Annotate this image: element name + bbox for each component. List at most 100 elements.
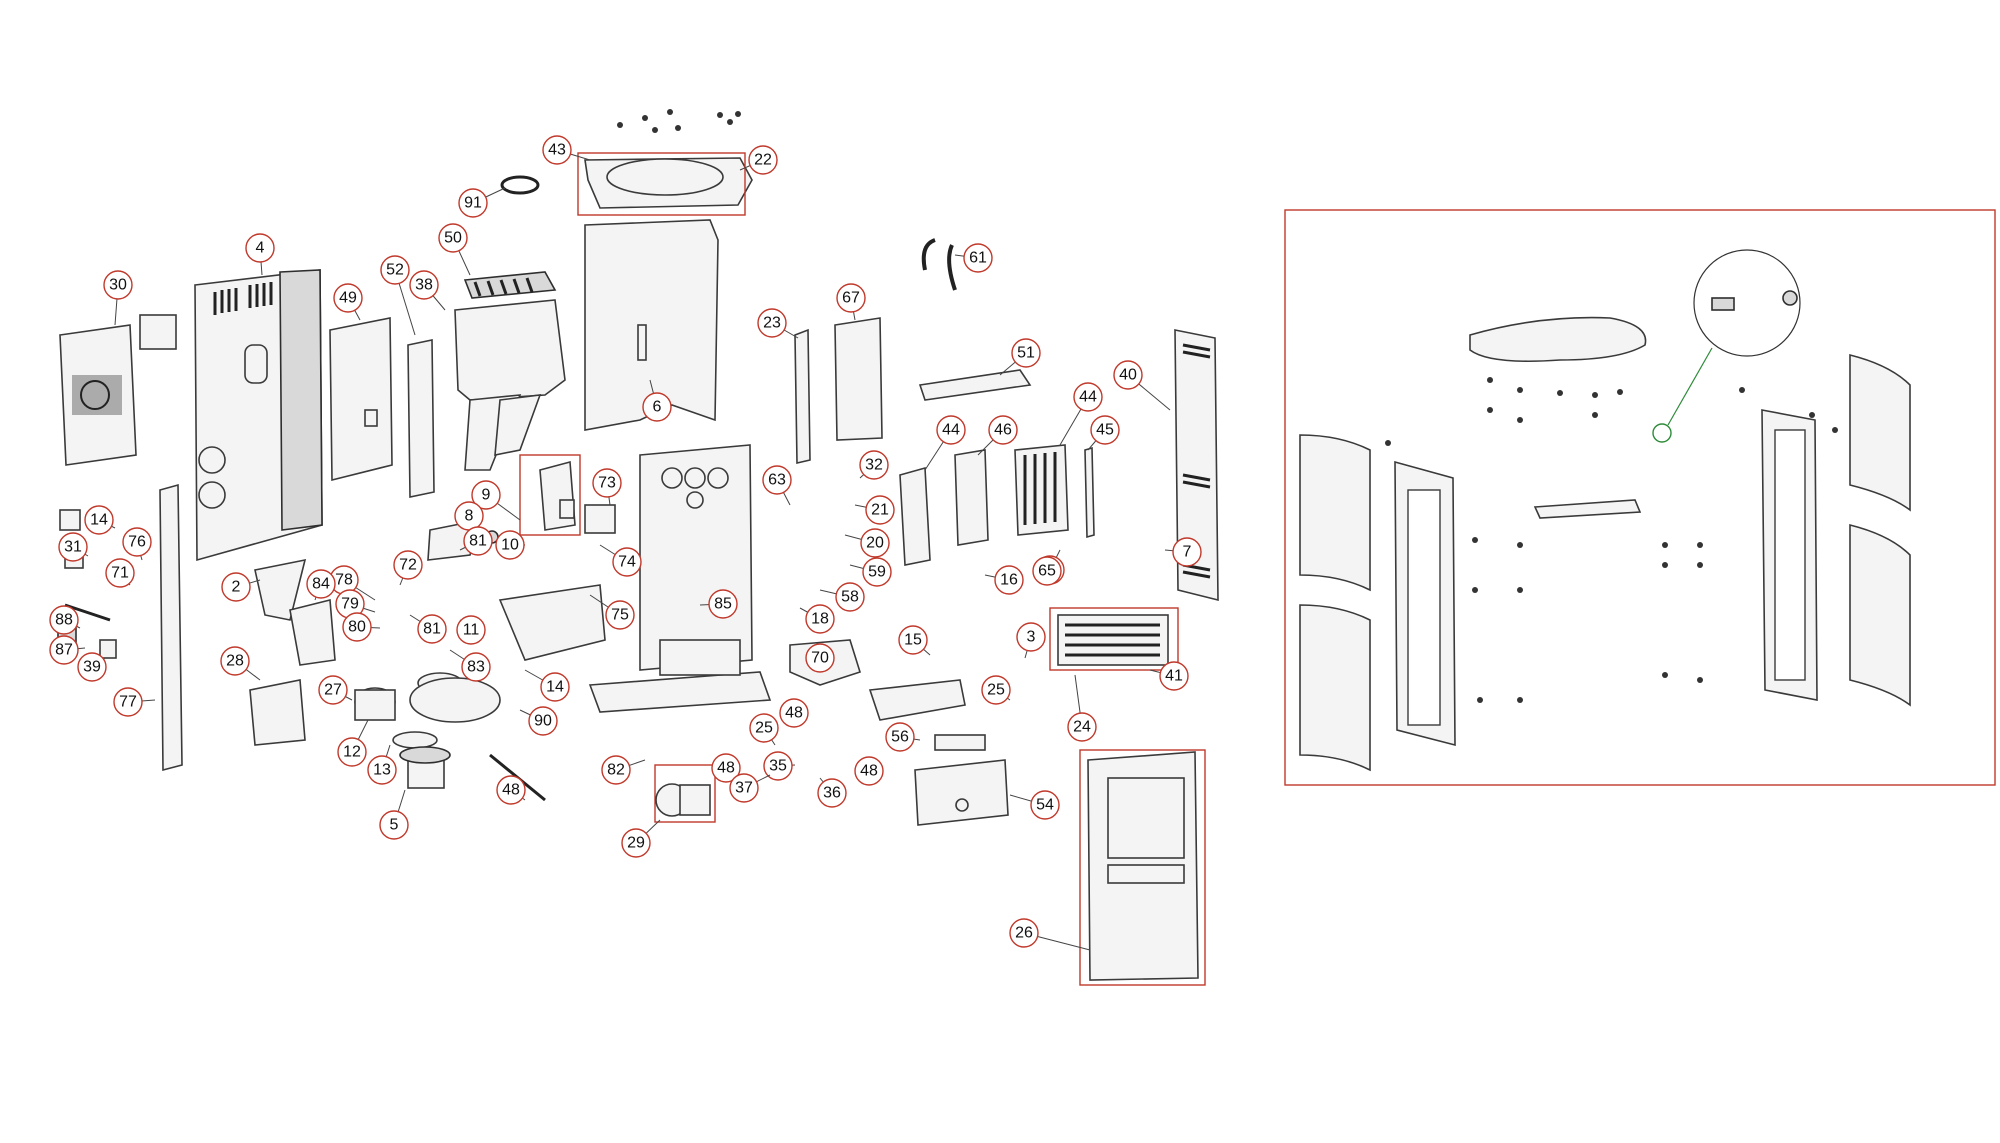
- callout-circle: [836, 283, 866, 313]
- callout-number: 44: [1079, 389, 1097, 406]
- callout-number: 2: [232, 579, 241, 596]
- callout-15: 15: [898, 625, 931, 656]
- callout-circle: [1016, 622, 1046, 652]
- callout-number: 39: [83, 659, 101, 676]
- callout-8: 8: [454, 501, 484, 531]
- callout-80: 80: [342, 612, 381, 642]
- part-top-trim: [918, 369, 1032, 401]
- callout-number: 72: [399, 557, 417, 574]
- callout-number: 48: [860, 763, 878, 780]
- callout-circle: [77, 652, 107, 682]
- callout-number: 15: [904, 632, 922, 649]
- callout-circle: [105, 558, 135, 588]
- callout-number: 18: [811, 611, 829, 628]
- callout-circle: [612, 547, 642, 577]
- callout-circle: [963, 243, 993, 273]
- callout-circle: [495, 530, 525, 560]
- callout-88: 88: [49, 605, 81, 635]
- callout-circle: [542, 135, 572, 165]
- callout-circle: [817, 778, 847, 808]
- callout-circle: [757, 308, 787, 338]
- callout-number: 70: [811, 650, 829, 667]
- callout-circle: [333, 283, 363, 313]
- part-back-panel: [194, 269, 323, 562]
- callout-circle: [122, 527, 152, 557]
- callout-number: 48: [785, 705, 803, 722]
- callout-number: 48: [717, 760, 735, 777]
- callout-circle: [994, 565, 1024, 595]
- callout-number: 26: [1015, 925, 1033, 942]
- callout-number: 5: [390, 817, 399, 834]
- callout-29: 29: [621, 819, 661, 858]
- callout-number: 63: [768, 472, 786, 489]
- callout-73: 73: [592, 468, 622, 506]
- callout-79: 79: [335, 589, 376, 619]
- callout-number: 90: [534, 713, 552, 730]
- callout-number: 28: [226, 653, 244, 670]
- callout-22: 22: [739, 145, 778, 175]
- callout-59: 59: [849, 557, 892, 587]
- callout-number: 77: [119, 694, 137, 711]
- callout-circle: [84, 505, 114, 535]
- part-ash-tray: [868, 679, 966, 721]
- callout-circle: [865, 495, 895, 525]
- callout-number: 81: [469, 533, 487, 550]
- callout-number: 13: [373, 762, 391, 779]
- callout-number: 38: [415, 277, 433, 294]
- callout-number: 10: [501, 537, 519, 554]
- callout-circle: [779, 698, 809, 728]
- callout-number: 81: [423, 621, 441, 638]
- callout-circle: [936, 415, 966, 445]
- callout-6: 6: [642, 379, 672, 422]
- callout-25: 25: [749, 713, 779, 746]
- callout-circle: [1159, 661, 1189, 691]
- callout-number: 40: [1119, 367, 1137, 384]
- part-small-components: [57, 509, 606, 746]
- callout-circle: [898, 625, 928, 655]
- callout-49: 49: [333, 283, 363, 321]
- callout-87: 87: [49, 635, 86, 665]
- callout-circle: [367, 755, 397, 785]
- part-narrow-panel: [407, 339, 435, 498]
- callout-3: 3: [1016, 622, 1046, 659]
- callout-circle: [729, 773, 759, 803]
- callout-number: 78: [335, 572, 353, 589]
- callout-circle: [805, 643, 835, 673]
- callout-circle: [393, 550, 423, 580]
- callout-5: 5: [379, 789, 409, 840]
- callout-43: 43: [542, 135, 591, 165]
- callout-84: 84: [306, 569, 336, 601]
- callout-24: 24: [1067, 674, 1097, 742]
- callout-number: 65: [1038, 563, 1056, 580]
- callout-number: 3: [1027, 629, 1036, 646]
- callout-circle: [306, 569, 336, 599]
- callout-16: 16: [984, 565, 1024, 595]
- callout-number: 4: [256, 240, 265, 257]
- callout-75: 75: [589, 594, 635, 630]
- callout-9: 9: [471, 480, 521, 521]
- callout-circle: [762, 465, 792, 495]
- part-combustion-chamber: [454, 299, 566, 471]
- callout-48: 48: [711, 753, 741, 783]
- callout-circle: [621, 828, 651, 858]
- callout-number: 71: [111, 565, 129, 582]
- callout-number: 79: [341, 596, 359, 613]
- callout-number: 14: [546, 679, 564, 696]
- callout-circle: [601, 755, 631, 785]
- callout-circle: [1073, 382, 1103, 412]
- callout-circle: [318, 675, 348, 705]
- callout-83: 83: [449, 649, 491, 682]
- callout-circle: [711, 753, 741, 783]
- callout-26: 26: [1009, 918, 1091, 951]
- part-handle-rods: [921, 238, 957, 291]
- callout-circle: [496, 775, 526, 805]
- callout-number: 48: [502, 782, 520, 799]
- callout-70: 70: [805, 643, 835, 673]
- callout-44: 44: [1059, 382, 1103, 446]
- callout-circle: [342, 612, 372, 642]
- callout-38: 38: [409, 270, 446, 311]
- callout-number: 75: [611, 607, 629, 624]
- callout-circle: [763, 751, 793, 781]
